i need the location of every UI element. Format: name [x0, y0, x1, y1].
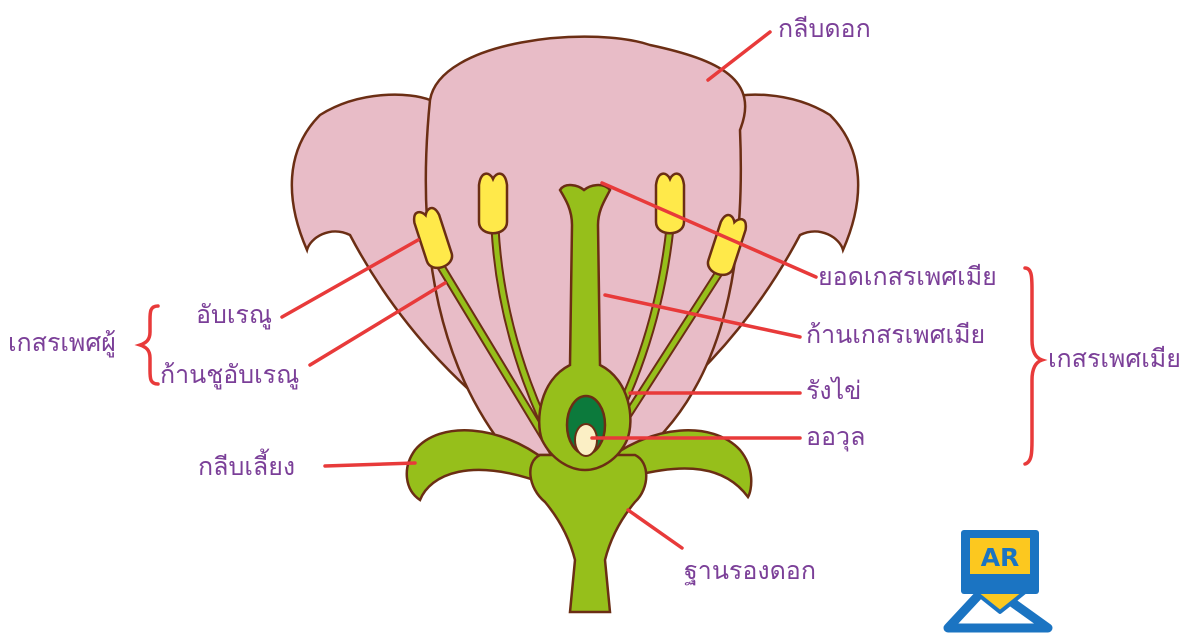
stamen-brace [140, 306, 158, 384]
ar-logo-text: AR [981, 543, 1020, 572]
sepal-pointer [325, 463, 415, 466]
pistil-brace [1025, 268, 1042, 464]
anther-3 [656, 174, 684, 234]
receptacle-pointer [628, 510, 682, 548]
petal-label: กลีบดอก [778, 14, 871, 44]
ovary-label: รังไข่ [806, 376, 861, 406]
style-label: ก้านเกสรเพศเมีย [806, 320, 985, 350]
pistil-group-label: เกสรเพศเมีย [1048, 344, 1181, 374]
receptacle-label: ฐานรองดอก [684, 556, 816, 586]
petal-pointer [708, 32, 770, 80]
filament-label: ก้านชูอับเรณู [160, 360, 299, 390]
sepal-label: กลีบเลี้ยง [198, 452, 295, 482]
stigma-label: ยอดเกสรเพศเมีย [818, 262, 997, 292]
ovule-label: ออวุล [806, 422, 865, 452]
stamen-group-label: เกสรเพศผู้ [8, 328, 116, 358]
anther-2 [479, 174, 507, 234]
ar-logo: AR [948, 530, 1048, 628]
ovule-shape [575, 424, 597, 456]
anther-label: อับเรณู [196, 300, 272, 330]
receptacle [530, 455, 646, 612]
